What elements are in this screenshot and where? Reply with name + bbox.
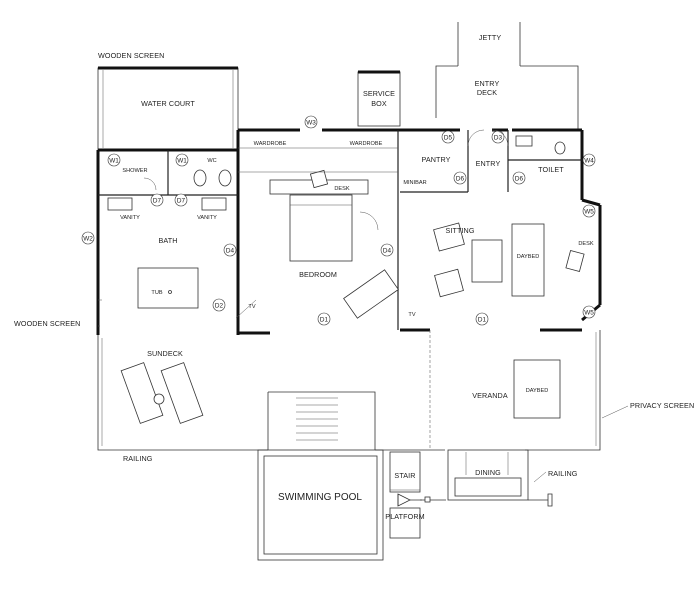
label-wooden-screen-top: WOODEN SCREEN xyxy=(98,51,164,60)
svg-text:W1: W1 xyxy=(177,157,187,164)
outer-deck xyxy=(97,330,601,451)
bath-fixtures xyxy=(98,169,232,309)
stair-platform xyxy=(389,451,446,539)
label-swimming-pool: SWIMMING POOL xyxy=(278,492,362,503)
label-wardrobe-left: WARDROBE xyxy=(254,141,287,147)
svg-text:D6: D6 xyxy=(456,175,465,182)
leader-lines xyxy=(98,325,629,483)
svg-text:D5: D5 xyxy=(444,134,453,141)
label-tv-bedroom: TV xyxy=(248,304,255,310)
label-vanity-left: VANITY xyxy=(120,215,140,221)
svg-text:D1: D1 xyxy=(320,316,329,323)
label-daybed-veranda: DAYBED xyxy=(526,388,549,394)
label-entry-deck: ENTRY xyxy=(475,79,500,88)
label-desk-bedroom: DESK xyxy=(334,186,350,192)
tag-d3: D3 xyxy=(491,130,505,144)
svg-text:D7: D7 xyxy=(177,197,186,204)
sitting-furniture xyxy=(433,135,585,298)
tag-w5-top: W5 xyxy=(582,204,596,218)
svg-text:D6: D6 xyxy=(515,175,524,182)
water-court xyxy=(97,66,239,151)
label-railing-right: RAILING xyxy=(548,469,578,478)
label-tv-sitting: TV xyxy=(408,312,415,318)
tag-d5: D5 xyxy=(441,130,455,144)
tag-w2: W2 xyxy=(81,231,95,245)
tag-d6-right: D6 xyxy=(512,171,526,185)
swimming-pool xyxy=(257,391,384,561)
label-wardrobe-right: WARDROBE xyxy=(350,141,383,147)
door-swings xyxy=(143,129,509,319)
svg-text:D4: D4 xyxy=(383,247,392,254)
svg-text:W4: W4 xyxy=(584,157,594,164)
svg-text:W3: W3 xyxy=(306,119,316,126)
tag-d1-left: D1 xyxy=(317,312,331,326)
tag-d6-left: D6 xyxy=(453,171,467,185)
label-service-box-2: BOX xyxy=(371,99,387,108)
tag-w1-left: W1 xyxy=(107,153,121,167)
label-pantry: PANTRY xyxy=(421,155,450,164)
jetty xyxy=(435,22,579,130)
label-wooden-screen-left: WOODEN SCREEN xyxy=(14,319,80,328)
label-toilet: TOILET xyxy=(538,165,564,174)
label-sundeck: SUNDECK xyxy=(147,349,183,358)
label-entry: ENTRY xyxy=(476,159,501,168)
svg-text:D3: D3 xyxy=(494,134,503,141)
room-labels: JETTY ENTRY DECK SERVICE BOX WOODEN SCRE… xyxy=(14,33,694,521)
label-stair: STAIR xyxy=(394,471,415,480)
tag-w3: W3 xyxy=(304,115,318,129)
label-railing-left: RAILING xyxy=(123,454,153,463)
tag-d1-right: D1 xyxy=(475,312,489,326)
tag-w1-right: W1 xyxy=(175,153,189,167)
svg-text:W5: W5 xyxy=(584,208,594,215)
label-dining: DINING xyxy=(475,468,501,477)
tag-d4-right: D4 xyxy=(380,243,394,257)
label-entry-deck-2: DECK xyxy=(477,88,497,97)
label-shower: SHOWER xyxy=(122,168,147,174)
deck-furniture xyxy=(120,359,561,424)
door-window-tags: W1 W1 W2 W3 W4 W5 W5 D1 D1 D2 D3 D4 D4 D… xyxy=(81,115,596,326)
label-water-court: WATER COURT xyxy=(141,99,195,108)
label-desk-sitting: DESK xyxy=(578,241,594,247)
label-service-box: SERVICE xyxy=(363,89,395,98)
svg-text:W1: W1 xyxy=(109,157,119,164)
svg-text:D7: D7 xyxy=(153,197,162,204)
svg-text:W5: W5 xyxy=(584,309,594,316)
railing-right xyxy=(528,493,553,507)
svg-text:D4: D4 xyxy=(226,247,235,254)
tag-d2: D2 xyxy=(212,298,226,312)
label-daybed-sitting: DAYBED xyxy=(517,254,540,260)
label-veranda: VERANDA xyxy=(472,391,508,400)
label-platform: PLATFORM xyxy=(385,512,424,521)
exterior-walls xyxy=(96,128,602,335)
tag-w5-bottom: W5 xyxy=(582,305,596,319)
tag-d7-right: D7 xyxy=(174,193,188,207)
svg-text:D1: D1 xyxy=(478,316,487,323)
label-tub: TUB xyxy=(151,290,162,296)
svg-text:W2: W2 xyxy=(83,235,93,242)
bedroom-furniture xyxy=(238,147,399,319)
tag-w4: W4 xyxy=(582,153,596,167)
tag-d7-left: D7 xyxy=(150,193,164,207)
tag-d4-left: D4 xyxy=(223,243,237,257)
label-sitting: SITTING xyxy=(445,226,474,235)
label-wc: WC xyxy=(207,158,216,164)
dining xyxy=(447,449,529,501)
label-privacy-screen: PRIVACY SCREEN xyxy=(630,401,694,410)
svg-text:D2: D2 xyxy=(215,302,224,309)
label-bath: BATH xyxy=(158,236,177,245)
label-bedroom: BEDROOM xyxy=(299,270,337,279)
label-minibar: MINIBAR xyxy=(403,180,426,186)
label-vanity-right: VANITY xyxy=(197,215,217,221)
label-jetty: JETTY xyxy=(479,33,502,42)
